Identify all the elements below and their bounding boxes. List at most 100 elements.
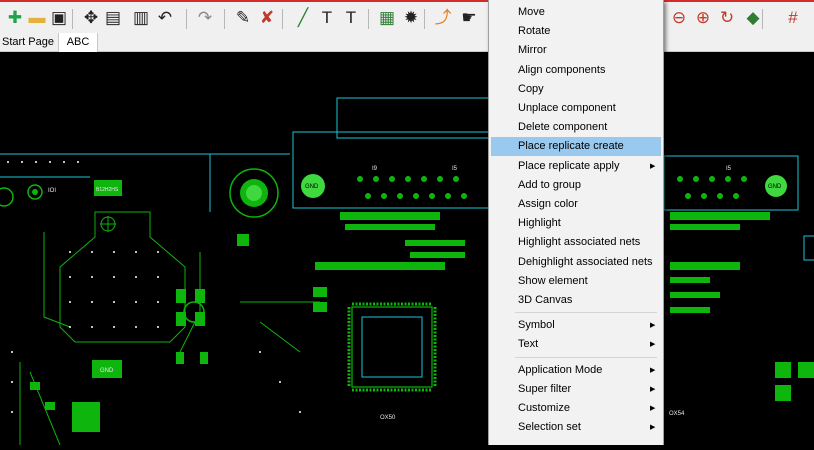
silkscreen-text: GND GND GND I9 I5 I5 B12H2HS IOI OX50 OX… <box>48 166 782 421</box>
submenu-arrow-icon: ▶ <box>650 322 656 330</box>
undo-icon[interactable]: ↶ <box>157 8 173 27</box>
menu-item-label: Place replicate create <box>518 140 624 153</box>
submenu-arrow-icon: ▶ <box>650 366 656 374</box>
menu-item-highlight-associated-nets[interactable]: Highlight associated nets <box>491 233 661 252</box>
menu-item-label: Show element <box>518 274 588 287</box>
menu-item-label: Application Mode <box>518 363 603 376</box>
toolbar-separator <box>282 9 283 29</box>
redo-icon[interactable]: ↷ <box>197 8 213 27</box>
menu-item-selection-set[interactable]: Selection set ▶ <box>491 418 661 437</box>
menu-item-label: Align components <box>518 63 606 76</box>
menu-item-highlight[interactable]: Highlight <box>491 214 661 233</box>
menu-item-label: Text <box>518 338 539 351</box>
menu-item-copy[interactable]: Copy <box>491 80 661 99</box>
save-icon[interactable]: ▣ <box>50 8 68 27</box>
tab-start-page[interactable]: Start Page <box>2 36 54 48</box>
menu-item-unplace-component[interactable]: Unplace component <box>491 99 661 118</box>
toolbar-separator <box>186 9 187 29</box>
menu-item-label: Move <box>518 6 545 18</box>
copper-pads <box>30 180 814 432</box>
menu-item-label: Place replicate apply <box>518 159 620 172</box>
pcb-canvas[interactable]: GND GND GND I9 I5 I5 B12H2HS IOI OX50 OX… <box>0 52 814 446</box>
toolbar-separator <box>72 9 73 29</box>
menu-item-label: Dehighlight associated nets <box>518 255 653 268</box>
interactive-route-icon[interactable]: ☛ <box>461 8 477 27</box>
toolbar-separator <box>368 9 369 29</box>
menu-item-rotate[interactable]: Rotate <box>491 22 661 41</box>
new-file-icon[interactable]: ✚ <box>7 8 23 27</box>
unpin-icon[interactable]: ✘ <box>259 8 275 27</box>
submenu-arrow-icon: ▶ <box>650 405 656 412</box>
qfp-chip <box>347 302 437 392</box>
menu-item-label: Delete component <box>518 121 608 134</box>
menu-item-move[interactable]: Move <box>491 3 661 22</box>
route-icon[interactable]: ⤴ <box>434 8 452 27</box>
menu-item-label: Mirror <box>518 44 547 57</box>
menu-item-label: Customize <box>518 402 570 414</box>
copper-traces <box>19 211 320 446</box>
menu-item-dehighlight-associated-nets[interactable]: Dehighlight associated nets <box>491 253 661 272</box>
board-icon[interactable]: ◆ <box>746 8 760 27</box>
chip-icon[interactable]: ✹ <box>403 8 419 27</box>
mount-holes <box>0 168 787 323</box>
menu-item-3d-canvas[interactable]: 3D Canvas <box>491 291 661 310</box>
menu-item-show-element[interactable]: Show element <box>491 272 661 291</box>
menu-item-label: Unplace component <box>518 102 616 114</box>
refresh-icon[interactable]: ↻ <box>719 8 735 27</box>
menu-item-place-replicate-apply[interactable]: Place replicate apply ▶ <box>491 157 661 176</box>
toolbar-separator <box>424 9 425 29</box>
menu-item-add-to-group[interactable]: Add to group <box>491 176 661 195</box>
pin-icon[interactable]: ✎ <box>235 8 251 27</box>
chip-top-label: B12H2HS <box>96 187 119 193</box>
chip-top-pad <box>94 180 122 196</box>
menu-item-text[interactable]: Text▶ <box>491 335 661 354</box>
zoom-in-icon[interactable]: ⊕ <box>695 8 711 27</box>
menu-item-label: Symbol <box>518 319 555 332</box>
battery-holder-outline <box>59 211 186 343</box>
pin-label-i5-right: I5 <box>726 166 732 172</box>
menu-item-place-replicate-create[interactable]: Place replicate create <box>491 137 661 157</box>
menu-item-label: Copy <box>518 82 544 95</box>
add-component-icon[interactable]: ▦ <box>378 8 396 27</box>
submenu-arrow-icon: ▶ <box>650 385 656 393</box>
gnd-label-left: GND <box>100 368 114 374</box>
move-icon[interactable]: ✥ <box>83 8 99 27</box>
document-tab-bar: Start Page ABC <box>0 33 814 52</box>
pin-label-i5-mid: I5 <box>452 166 458 172</box>
delete-icon[interactable]: ▥ <box>132 8 150 27</box>
submenu-arrow-icon: ▶ <box>650 424 656 432</box>
ox54-label: OX54 <box>669 411 685 417</box>
menu-item-label: Selection set <box>518 421 581 434</box>
menu-item-label: 3D Canvas <box>518 294 573 306</box>
add-text-icon[interactable]: T <box>321 8 333 27</box>
menu-item-assign-color[interactable]: Assign color <box>491 195 661 214</box>
menu-item-align-components[interactable]: Align components <box>491 61 661 80</box>
draw-line-icon[interactable]: ╱ <box>297 8 309 27</box>
menu-item-label: Add to group <box>518 178 581 191</box>
menu-item-super-filter[interactable]: Super filter ▶ <box>491 380 661 399</box>
gnd-label-mid: GND <box>305 184 319 190</box>
grid-icon[interactable]: # <box>788 8 798 27</box>
menu-item-label: Super filter <box>518 382 572 395</box>
menu-item-symbol[interactable]: Symbol ▶ <box>491 316 661 335</box>
menu-item-label: Rotate <box>518 25 551 38</box>
menu-item-mirror[interactable]: Mirror <box>491 41 661 60</box>
toolbar-separator <box>224 9 225 29</box>
copy-doc-icon[interactable]: ▤ <box>104 8 122 27</box>
menu-item-delete-component[interactable]: Delete component <box>491 118 661 137</box>
tab-abc[interactable]: ABC <box>58 33 98 52</box>
zoom-out-icon[interactable]: ⊖ <box>671 8 687 27</box>
menu-item-customize[interactable]: Customize ▶ <box>491 399 661 418</box>
menu-item-label: Highlight <box>518 217 561 230</box>
ox50-label: OX50 <box>380 415 396 421</box>
menu-separator <box>515 356 657 358</box>
gnd-pad-left <box>92 360 122 378</box>
menu-item-application-mode[interactable]: Application Mode ▶ <box>491 361 661 380</box>
open-folder-icon[interactable]: ▬ <box>28 8 46 27</box>
menu-item-label: Assign color <box>518 198 578 210</box>
ic-label: IOI <box>48 188 56 194</box>
submenu-arrow-icon: ▶ <box>650 162 656 170</box>
edit-text-icon[interactable]: T <box>345 8 357 27</box>
